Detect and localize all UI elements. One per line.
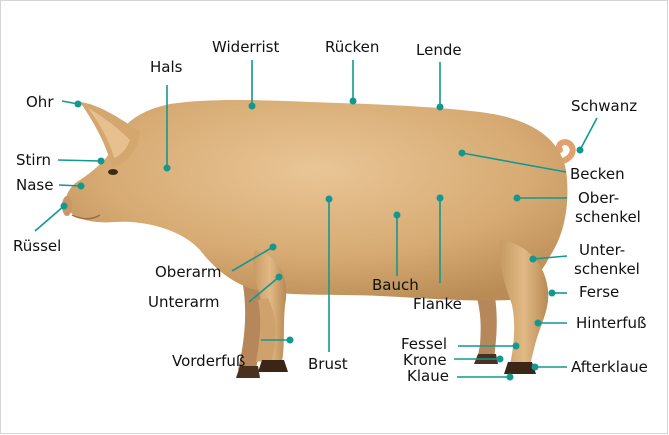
label-unterschenkel-2: schenkel: [574, 260, 640, 278]
label-bauch: Bauch: [372, 276, 419, 294]
label-ferse: Ferse: [579, 283, 619, 301]
hind-hoof-1: [504, 362, 536, 374]
label-oberschenkel-1: Ober-: [578, 189, 619, 207]
eye: [108, 169, 118, 175]
label-flanke: Flanke: [413, 295, 462, 313]
front-hoof-1: [258, 360, 288, 372]
label-becken: Becken: [570, 165, 625, 183]
label-unterschenkel-1: Unter-: [579, 241, 625, 259]
label-ruecken: Rücken: [325, 38, 379, 56]
label-ruessel: Rüssel: [13, 237, 61, 255]
label-hinterfuss: Hinterfuß: [576, 314, 646, 332]
label-hals: Hals: [150, 58, 183, 76]
label-ohr: Ohr: [26, 93, 54, 111]
label-klaue: Klaue: [407, 367, 449, 385]
label-brust: Brust: [308, 355, 348, 373]
label-widerrist: Widerrist: [212, 38, 279, 56]
label-oberschenkel-2: schenkel: [575, 208, 641, 226]
label-oberarm: Oberarm: [155, 263, 221, 281]
label-nase: Nase: [16, 176, 53, 194]
label-vorderfuss: Vorderfuß: [172, 352, 245, 370]
label-unterarm: Unterarm: [148, 293, 219, 311]
label-lende: Lende: [416, 41, 462, 59]
label-afterklaue: Afterklaue: [571, 358, 648, 376]
pig-illustration: [62, 100, 573, 378]
label-stirn: Stirn: [16, 151, 51, 169]
label-schwanz: Schwanz: [571, 97, 637, 115]
pig-body: [66, 100, 568, 301]
